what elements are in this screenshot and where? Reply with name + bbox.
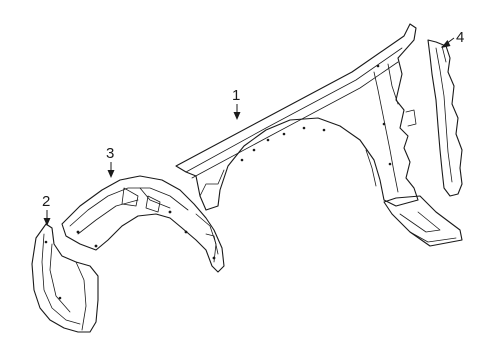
callout-4-label: 4 (456, 29, 464, 46)
callout-2-label: 2 (42, 193, 50, 210)
callout-2: 2 (42, 193, 51, 226)
callout-2-arrowhead (43, 218, 51, 226)
callout-1: 1 (232, 87, 241, 120)
inner-liner-front-part (31, 223, 99, 333)
callout-1-arrowhead (233, 112, 241, 120)
fender-part (175, 23, 463, 247)
inner-liner-rear-part (61, 175, 225, 273)
callout-4-arrowhead (441, 40, 451, 48)
callout-4: 4 (441, 29, 464, 48)
callout-3-label: 3 (106, 145, 114, 162)
fender-seal-part (427, 39, 463, 197)
callout-3-arrowhead (107, 170, 115, 178)
callout-1-label: 1 (232, 87, 240, 104)
callout-3: 3 (106, 145, 115, 178)
